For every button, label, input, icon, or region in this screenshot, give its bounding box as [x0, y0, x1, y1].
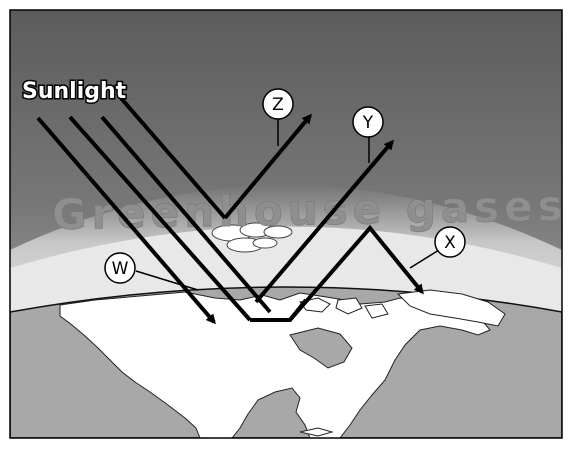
- hudson-bay: [289, 327, 353, 369]
- leader-line-x: [409, 249, 440, 269]
- marker-x: X: [434, 226, 466, 258]
- sunlight-ray: [68, 115, 252, 322]
- clouds: [211, 222, 293, 253]
- leader-line-w: [135, 270, 199, 291]
- marker-w: W: [104, 252, 136, 284]
- trapped-ray-x: [288, 224, 424, 322]
- svg-text:Z: Z: [272, 95, 284, 115]
- svg-text:X: X: [444, 233, 456, 253]
- incoming-rays: [36, 95, 272, 325]
- arctic-island: [364, 303, 389, 319]
- diagram-frame: [9, 9, 563, 439]
- sunlight-label: Sunlight: [22, 79, 127, 104]
- svg-text:Y: Y: [362, 113, 374, 133]
- caribbean-island: [299, 427, 334, 437]
- arctic-island: [335, 297, 363, 315]
- sunlight-ray: [118, 95, 227, 220]
- marker-z: Z: [262, 88, 294, 120]
- reflected-ray-y: [254, 139, 394, 304]
- sunlight-ray: [36, 116, 216, 325]
- greenhouse-gases-label: Greenhouse gases: [52, 181, 568, 239]
- marker-y: Y: [352, 106, 384, 138]
- sunlight-ray: [100, 115, 272, 314]
- greenland: [396, 289, 506, 327]
- reflected-ray-z: [223, 113, 312, 220]
- svg-text:W: W: [112, 259, 129, 279]
